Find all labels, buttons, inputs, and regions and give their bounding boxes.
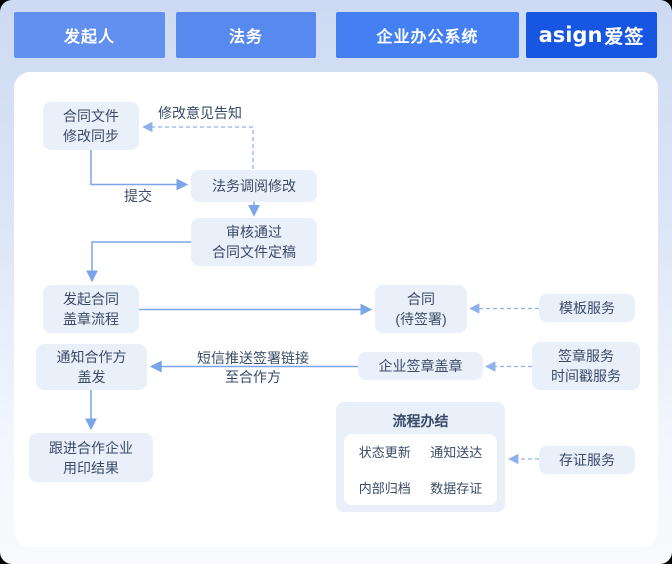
edge-label-submit: 提交 (124, 188, 152, 204)
node-template-service: 模板服务 (539, 294, 635, 322)
asign-brand-wordmark: asign (538, 23, 603, 47)
item-internal-archive: 内部归档 (358, 481, 411, 496)
node-evidence-service: 存证服务 (539, 446, 635, 474)
process-complete-items: 状态更新 通知送达 内部归档 数据存证 (344, 434, 497, 505)
lane-office-system-label: 企业办公系统 (376, 29, 479, 46)
node-contract-pending: 合同 (待签署) (375, 285, 467, 333)
item-data-evidence: 数据存证 (430, 481, 483, 496)
node-notify-partner: 通知合作方 盖发 (36, 344, 147, 390)
lane-legal: 法务 (176, 12, 316, 58)
edge-label-sms-push: 短信推送签署链接 至合作方 (197, 350, 309, 385)
node-review-approved: 审核通过 合同文件定稿 (191, 218, 317, 266)
node-enterprise-seal: 企业签章盖章 (358, 352, 483, 380)
node-initiate-seal-flow: 发起合同 盖章流程 (43, 285, 139, 333)
lane-initiator-label: 发起人 (63, 29, 115, 46)
item-status-update: 状态更新 (358, 445, 411, 460)
lane-legal-label: 法务 (228, 29, 263, 46)
node-follow-up-result: 跟进合作企业 用印结果 (29, 433, 153, 482)
lane-office-system: 企业办公系统 (336, 12, 519, 58)
node-contract-file-sync: 合同文件 修改同步 (43, 102, 139, 150)
node-legal-review: 法务调阅修改 (191, 170, 317, 202)
process-complete-title: 流程办结 (392, 413, 449, 429)
edge-label-modify-notice: 修改意见告知 (158, 105, 242, 121)
item-notice-delivery: 通知送达 (430, 445, 483, 460)
lane-initiator: 发起人 (14, 12, 165, 58)
asign-brand-cn: 爱签 (604, 26, 645, 48)
node-process-complete-group: 流程办结 状态更新 通知送达 内部归档 数据存证 (336, 402, 505, 512)
node-seal-timestamp-service: 签章服务 时间戳服务 (532, 342, 640, 390)
